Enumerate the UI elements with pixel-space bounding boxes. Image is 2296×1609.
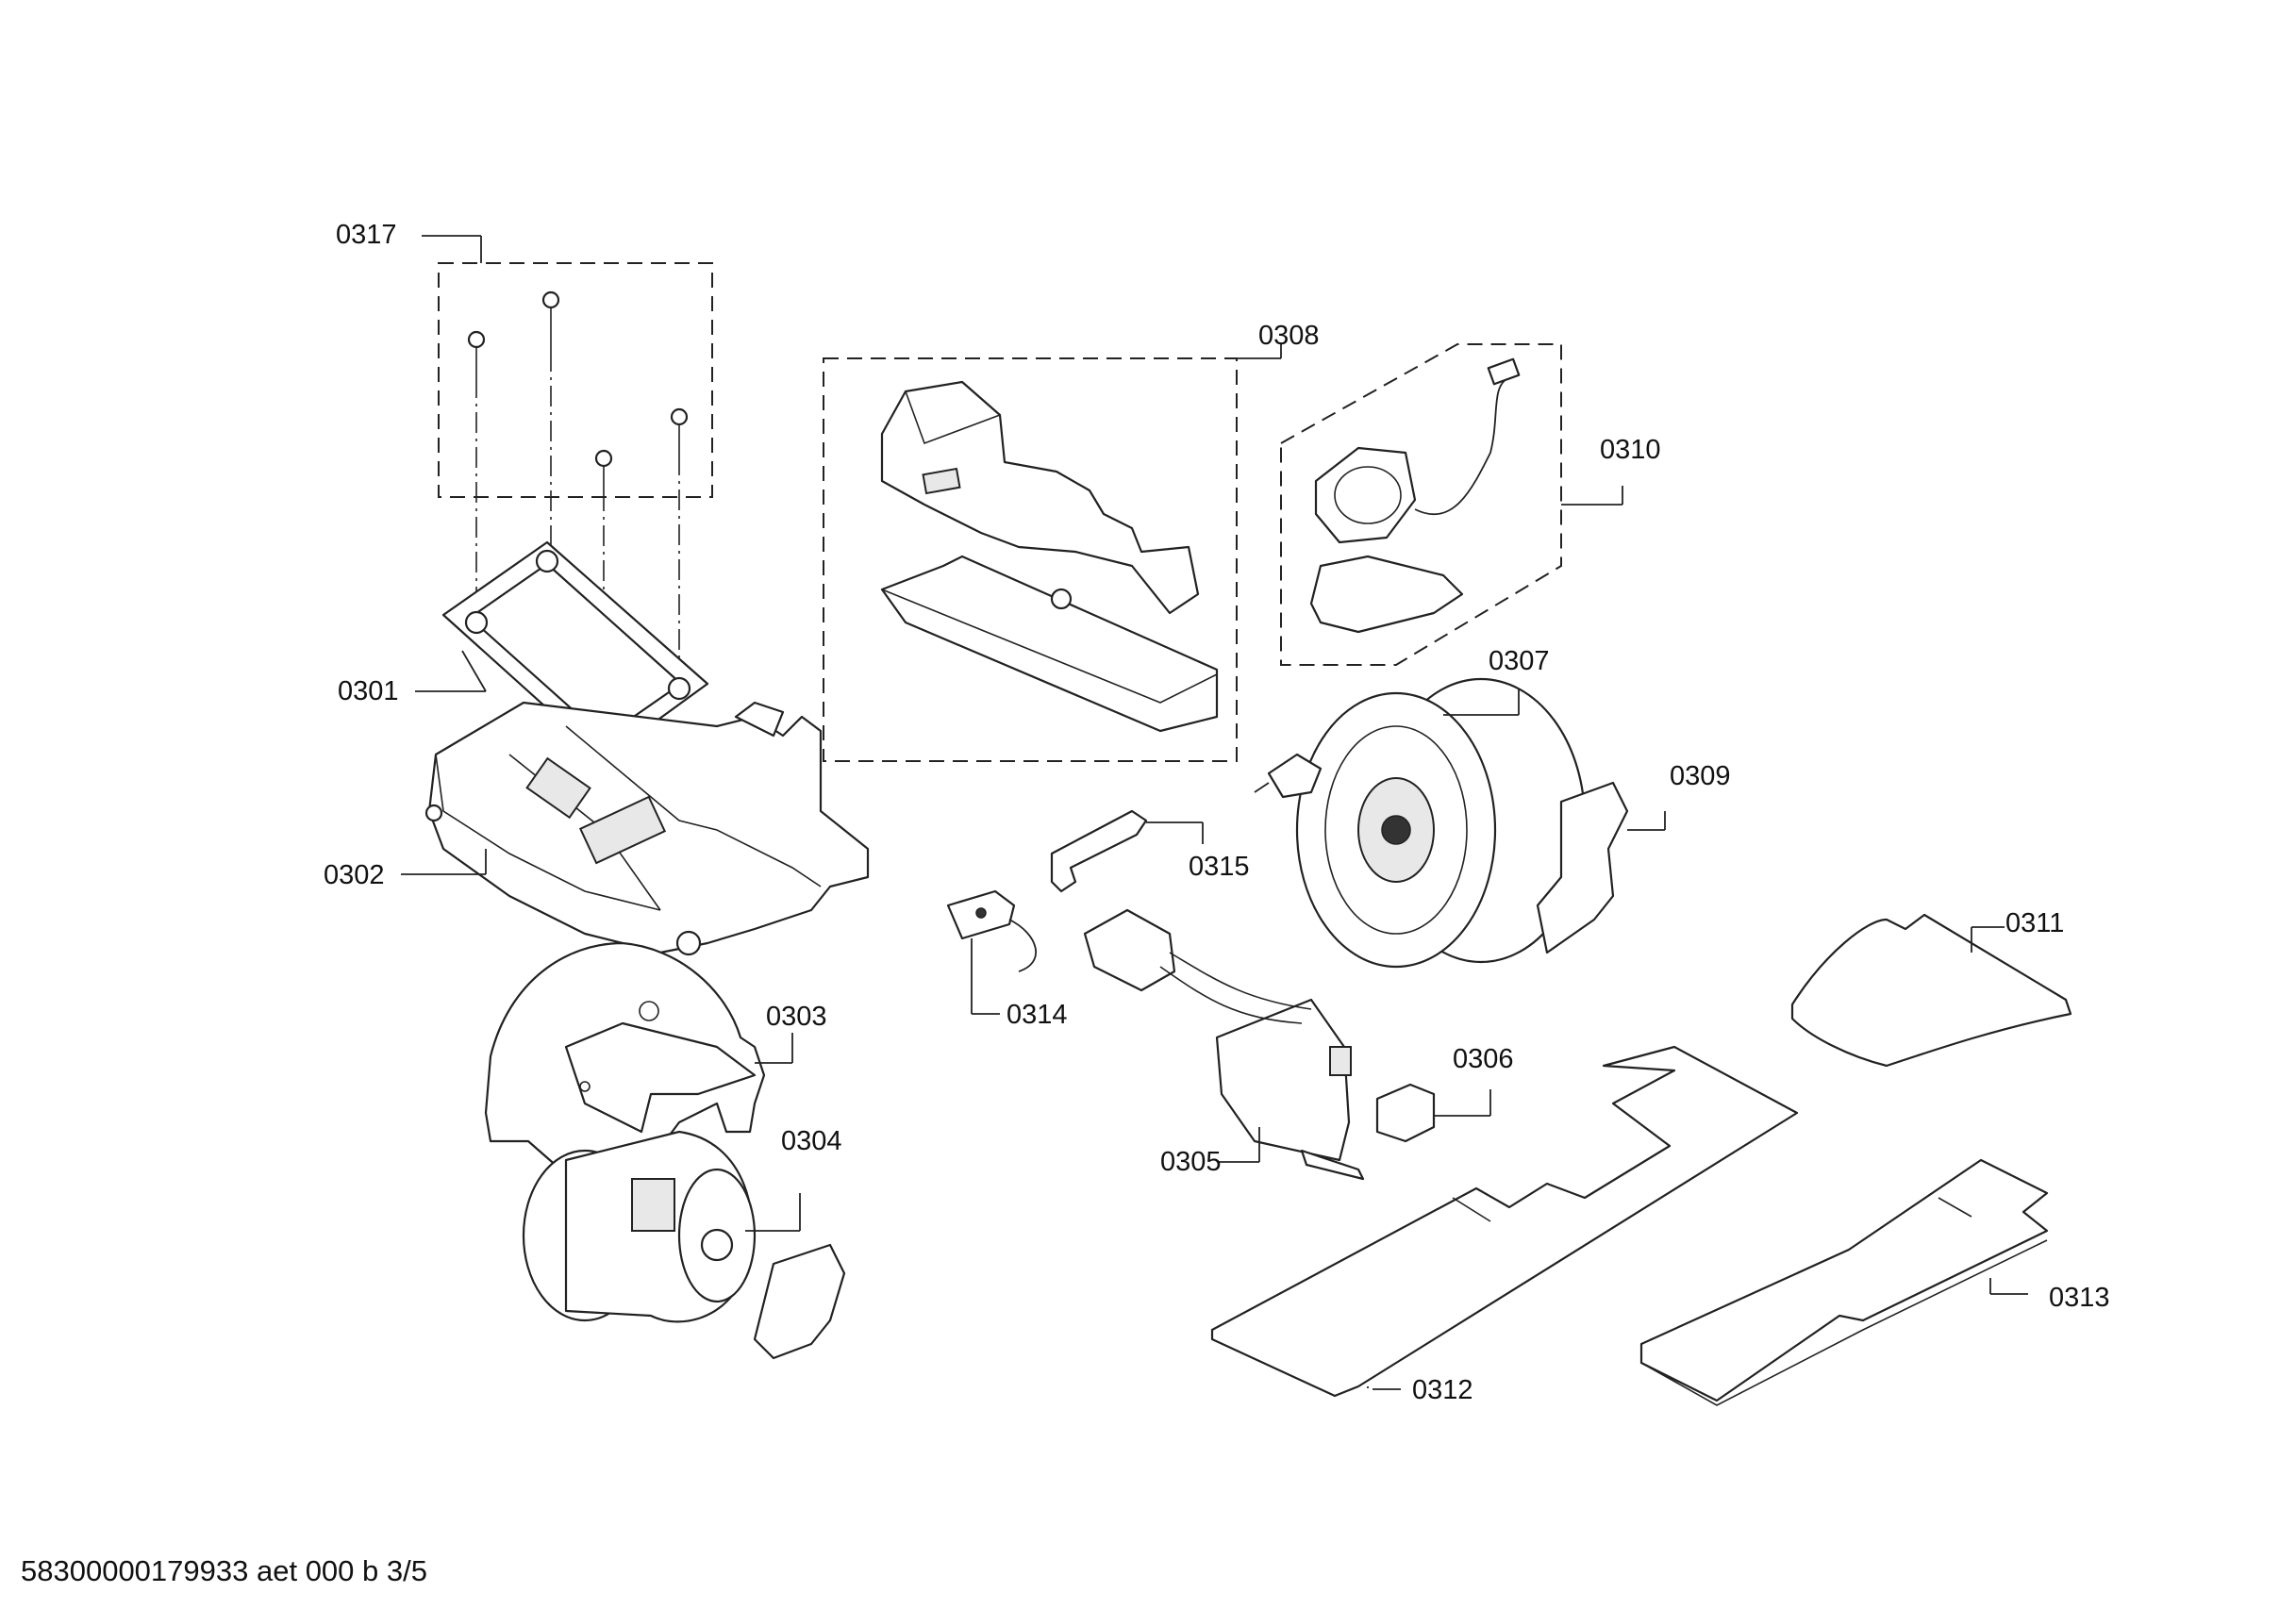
part-0309-bracket xyxy=(1536,781,1666,954)
label-0317: 0317 xyxy=(336,220,397,250)
label-0306: 0306 xyxy=(1453,1044,1514,1074)
label-0307: 0307 xyxy=(1489,646,1550,676)
part-0301-gasket xyxy=(415,540,709,762)
part-0308-carrier xyxy=(823,344,1282,762)
part-0313-foam-strip xyxy=(1639,1158,2049,1406)
part-0302-housing xyxy=(401,701,870,956)
part-0306-capacitor xyxy=(1375,1083,1491,1143)
part-0303-motor-housing xyxy=(484,941,793,1186)
part-0310-transformer xyxy=(1280,343,1623,666)
part-0312-foam-strip xyxy=(1210,1045,1799,1398)
label-0315: 0315 xyxy=(1189,852,1250,882)
part-0304-motor xyxy=(522,1130,846,1360)
label-0302: 0302 xyxy=(324,860,385,890)
label-0313: 0313 xyxy=(2049,1283,2110,1313)
part-0307-cable-reel xyxy=(1254,677,1587,969)
label-0305: 0305 xyxy=(1160,1147,1222,1177)
label-0301: 0301 xyxy=(338,676,399,706)
label-0310: 0310 xyxy=(1600,435,1661,465)
part-0317-screw-set xyxy=(422,235,713,688)
part-0311-filter-pad xyxy=(1790,913,2072,1068)
label-0309: 0309 xyxy=(1670,761,1731,791)
label-0303: 0303 xyxy=(766,1002,827,1032)
label-0304: 0304 xyxy=(781,1126,842,1156)
part-0315-clamp xyxy=(1050,809,1204,893)
screw-icon xyxy=(467,290,689,490)
label-0308: 0308 xyxy=(1258,321,1320,351)
label-0312: 0312 xyxy=(1412,1375,1473,1405)
part-0305-electronics xyxy=(1083,908,1365,1181)
part-0314-switch xyxy=(946,889,1037,1015)
document-id: 58300000179933 aet 000 b 3/5 xyxy=(21,1554,427,1587)
label-0311: 0311 xyxy=(2005,908,2064,938)
label-0314: 0314 xyxy=(1007,1000,1068,1030)
